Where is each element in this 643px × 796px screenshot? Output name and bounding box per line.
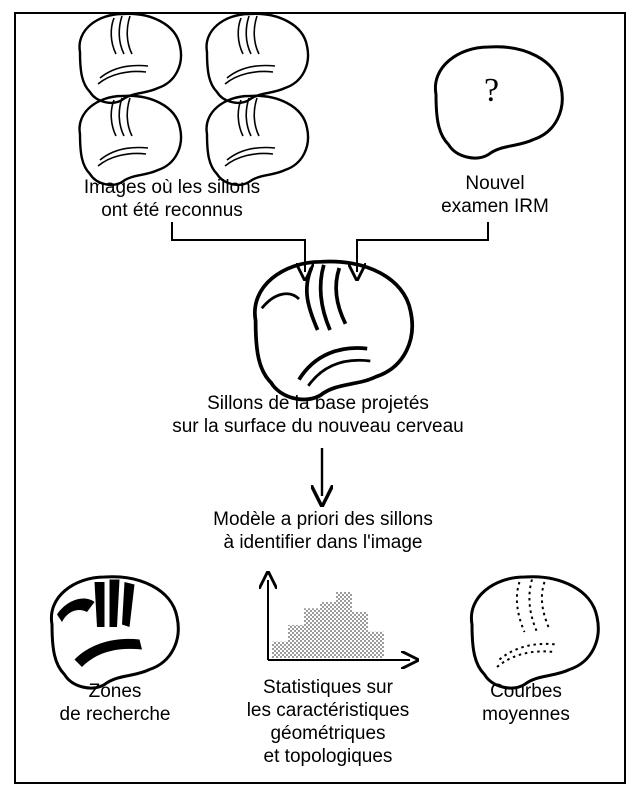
histogram-bar (304, 609, 320, 659)
statistics-histogram (268, 580, 410, 660)
mean-curves-line-2: moyennes (466, 703, 586, 726)
new-exam-line-2: examen IRM (420, 195, 570, 218)
statistics-line-4: et topologiques (238, 745, 418, 768)
recognized-brain-3 (80, 96, 181, 185)
unknown-mark: ? (484, 72, 499, 110)
histogram-bar (272, 642, 288, 659)
recognized-images-label: Images où les sillons ont été reconnus (72, 176, 272, 222)
mean-curves-label: Courbes moyennes (466, 680, 586, 726)
statistics-line-2: les caractéristiques (238, 699, 418, 722)
statistics-line-3: géométriques (238, 722, 418, 745)
new-exam-line-1: Nouvel (420, 172, 570, 195)
recognized-images-line-2: ont été reconnus (72, 199, 272, 222)
statistics-line-1: Statistiques sur (238, 676, 418, 699)
projected-line-1: Sillons de la base projetés (158, 392, 478, 415)
recognized-brain-1 (80, 14, 181, 103)
histogram-bar (368, 632, 384, 658)
projected-line-2: sur la surface du nouveau cerveau (158, 415, 478, 438)
histogram-bar (288, 625, 304, 658)
model-label: Modèle a priori des sillons à identifier… (188, 508, 458, 554)
projected-label: Sillons de la base projetés sur la surfa… (158, 392, 478, 438)
search-zones-label: Zones de recherche (40, 680, 190, 726)
recognized-brain-2 (207, 14, 308, 103)
search-zones-brain (51, 577, 178, 688)
histogram-bar (336, 592, 352, 658)
new-exam-label: Nouvel examen IRM (420, 172, 570, 218)
arrow-from-recognized (172, 222, 305, 272)
projected-brain (255, 261, 412, 399)
arrow-from-new-exam (357, 222, 488, 272)
statistics-label: Statistiques sur les caractéristiques gé… (238, 676, 418, 768)
recognized-images-line-1: Images où les sillons (72, 176, 272, 199)
mean-curves-line-1: Courbes (466, 680, 586, 703)
search-zones-line-2: de recherche (40, 703, 190, 726)
histogram-bar (320, 602, 336, 658)
model-line-2: à identifier dans l'image (188, 531, 458, 554)
search-zones-line-1: Zones (40, 680, 190, 703)
mean-curves-brain (471, 577, 598, 688)
histogram-bar (352, 612, 368, 658)
recognized-brain-4 (207, 96, 308, 185)
model-line-1: Modèle a priori des sillons (188, 508, 458, 531)
